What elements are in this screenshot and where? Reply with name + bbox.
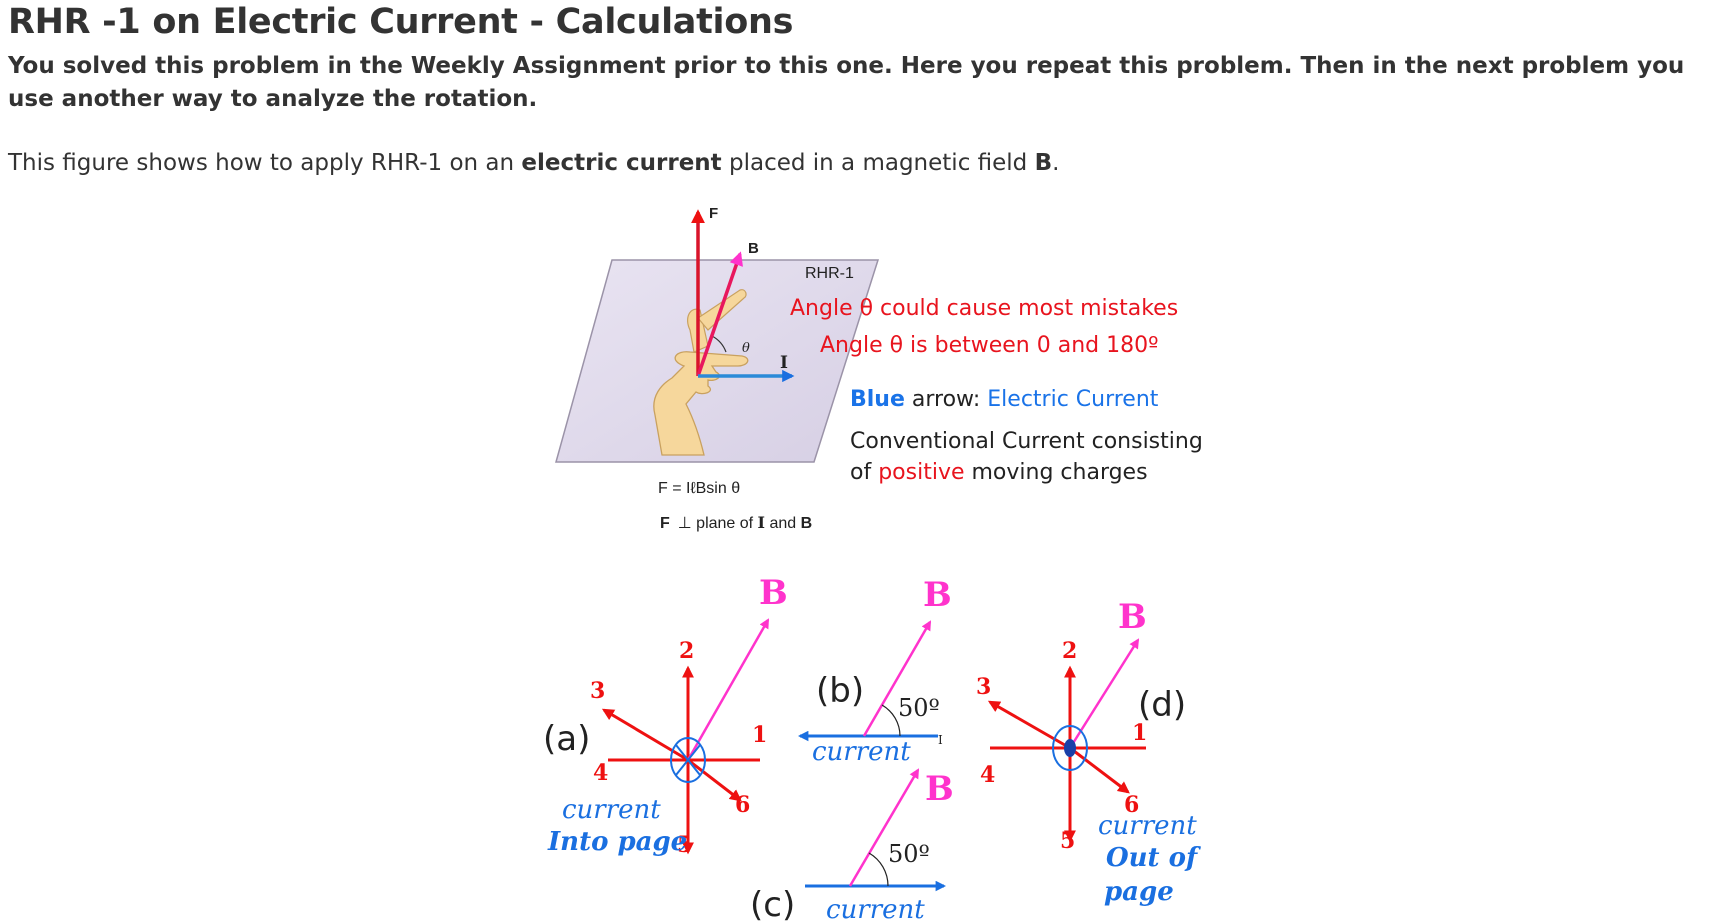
field-label: B [748, 240, 759, 257]
electric-current-word: Electric Current [987, 387, 1159, 412]
panel-a-label: (a) [543, 719, 590, 759]
panel-c-angle: 50º [888, 840, 930, 868]
panel-a-current-label: current [562, 795, 661, 825]
panel-b-field-arrow [862, 620, 932, 737]
angle-annotations: Angle θ could cause most mistakes Angle … [790, 296, 1203, 485]
force-formula: F = IℓBsin θ [658, 480, 740, 497]
panel-a-num-4: 4 [593, 760, 608, 786]
rhr-hand-figure: F B θ I RHR-1 F = IℓBsin θ F ⊥ plane of I… [555, 205, 880, 532]
rhr-label: RHR-1 [805, 265, 854, 282]
panel-d-num-3: 3 [976, 674, 991, 700]
panel-a-dir-6 [687, 758, 742, 802]
panel-d-num-4: 4 [980, 762, 995, 788]
panel-c-field-label: B [925, 769, 954, 809]
perp-force: F [660, 515, 670, 532]
panel-d: (d) B 1 2 3 4 5 6 current Out of page [976, 597, 1201, 907]
desc-mid: placed in a magnetic field [721, 150, 1035, 176]
arrow-word: arrow: [905, 387, 987, 412]
panel-a-current-symbol [670, 737, 706, 783]
panel-a-field-arrow [686, 618, 770, 761]
panel-d-current-symbol [1052, 725, 1088, 771]
perp-and: and [765, 515, 801, 532]
blue-arrow-note: Blue arrow: Electric Current [850, 387, 1159, 412]
figure-description: This figure shows how to apply RHR-1 on … [8, 150, 1059, 176]
panel-a-num-3: 3 [590, 678, 605, 704]
angle-warning: Angle θ could cause most mistakes [790, 296, 1178, 321]
desc-field-symbol: B [1034, 150, 1053, 176]
panel-b: (b) B 50º current I [797, 575, 952, 767]
theta-label: θ [742, 341, 750, 356]
panel-d-direction-2: page [1104, 877, 1174, 907]
conventional-line-2: of positive moving charges [850, 460, 1148, 485]
current-label: I [780, 353, 788, 373]
positive-word: positive [878, 460, 964, 485]
page-title: RHR -1 on Electric Current - Calculation… [8, 2, 794, 42]
panel-d-num-5: 5 [1060, 828, 1075, 854]
panel-a-field-label: B [759, 573, 788, 613]
panel-d-field-arrow [1068, 638, 1140, 749]
perp-mid: plane of [692, 515, 758, 532]
field-arrow [696, 251, 743, 377]
panel-d-dot [1064, 739, 1076, 757]
force-label: F [709, 205, 718, 222]
angle-range: Angle θ is between 0 and 180º [820, 333, 1158, 358]
panel-b-angle-arc [881, 704, 901, 737]
panel-b-label: (b) [816, 671, 864, 711]
panel-b-angle: 50º [898, 694, 940, 722]
panel-b-current-label: current [812, 737, 911, 767]
panel-c-label: (c) [750, 885, 795, 922]
intro-text: You solved this problem in the Weekly As… [8, 53, 1685, 112]
conventional-line-1: Conventional Current consisting [850, 429, 1203, 454]
moving-charges-word: moving charges [965, 460, 1148, 485]
panel-d-num-1: 1 [1132, 720, 1147, 746]
panel-d-label: (d) [1138, 685, 1186, 725]
desc-bold: electric current [521, 150, 722, 176]
panel-a-num-2: 2 [679, 638, 694, 664]
hand-illustration [653, 351, 749, 456]
panel-c-current-label: current [826, 895, 925, 922]
panel-d-current-label: current [1098, 811, 1197, 841]
blue-word: Blue [850, 387, 905, 412]
panel-a-num-1: 1 [752, 722, 767, 748]
panel-c-field-arrow [848, 768, 920, 887]
panel-a-num-6: 6 [735, 792, 750, 818]
panel-b-field-label: B [923, 575, 952, 615]
panel-d-direction-1: Out of [1106, 843, 1201, 873]
panel-a: (a) B 1 2 3 4 5 6 current Into page [543, 573, 788, 858]
of-word: of [850, 460, 878, 485]
panel-c-angle-arc [868, 852, 889, 887]
perp-current: I [758, 513, 765, 532]
panel-c: (c) B 50º current [750, 768, 954, 922]
panel-d-field-label: B [1118, 597, 1147, 637]
panel-a-direction: Into page [547, 827, 687, 857]
perp-field: B [801, 515, 813, 532]
panel-a-cross-2 [675, 744, 701, 776]
panel-a-dir-3 [601, 708, 689, 762]
panel-d-dir-3 [987, 700, 1071, 750]
perpendicular-statement: F ⊥ plane of I and B [660, 513, 812, 532]
panel-d-num-6: 6 [1124, 792, 1139, 818]
desc-prefix: This figure shows how to apply RHR-1 on … [8, 150, 522, 176]
panel-d-dir-6 [1069, 746, 1130, 794]
perp-symbol: ⊥ [678, 515, 692, 532]
panel-b-I: I [938, 733, 943, 747]
panel-d-num-2: 2 [1062, 638, 1077, 664]
panel-a-num-5: 5 [677, 832, 692, 858]
desc-end: . [1052, 150, 1060, 176]
